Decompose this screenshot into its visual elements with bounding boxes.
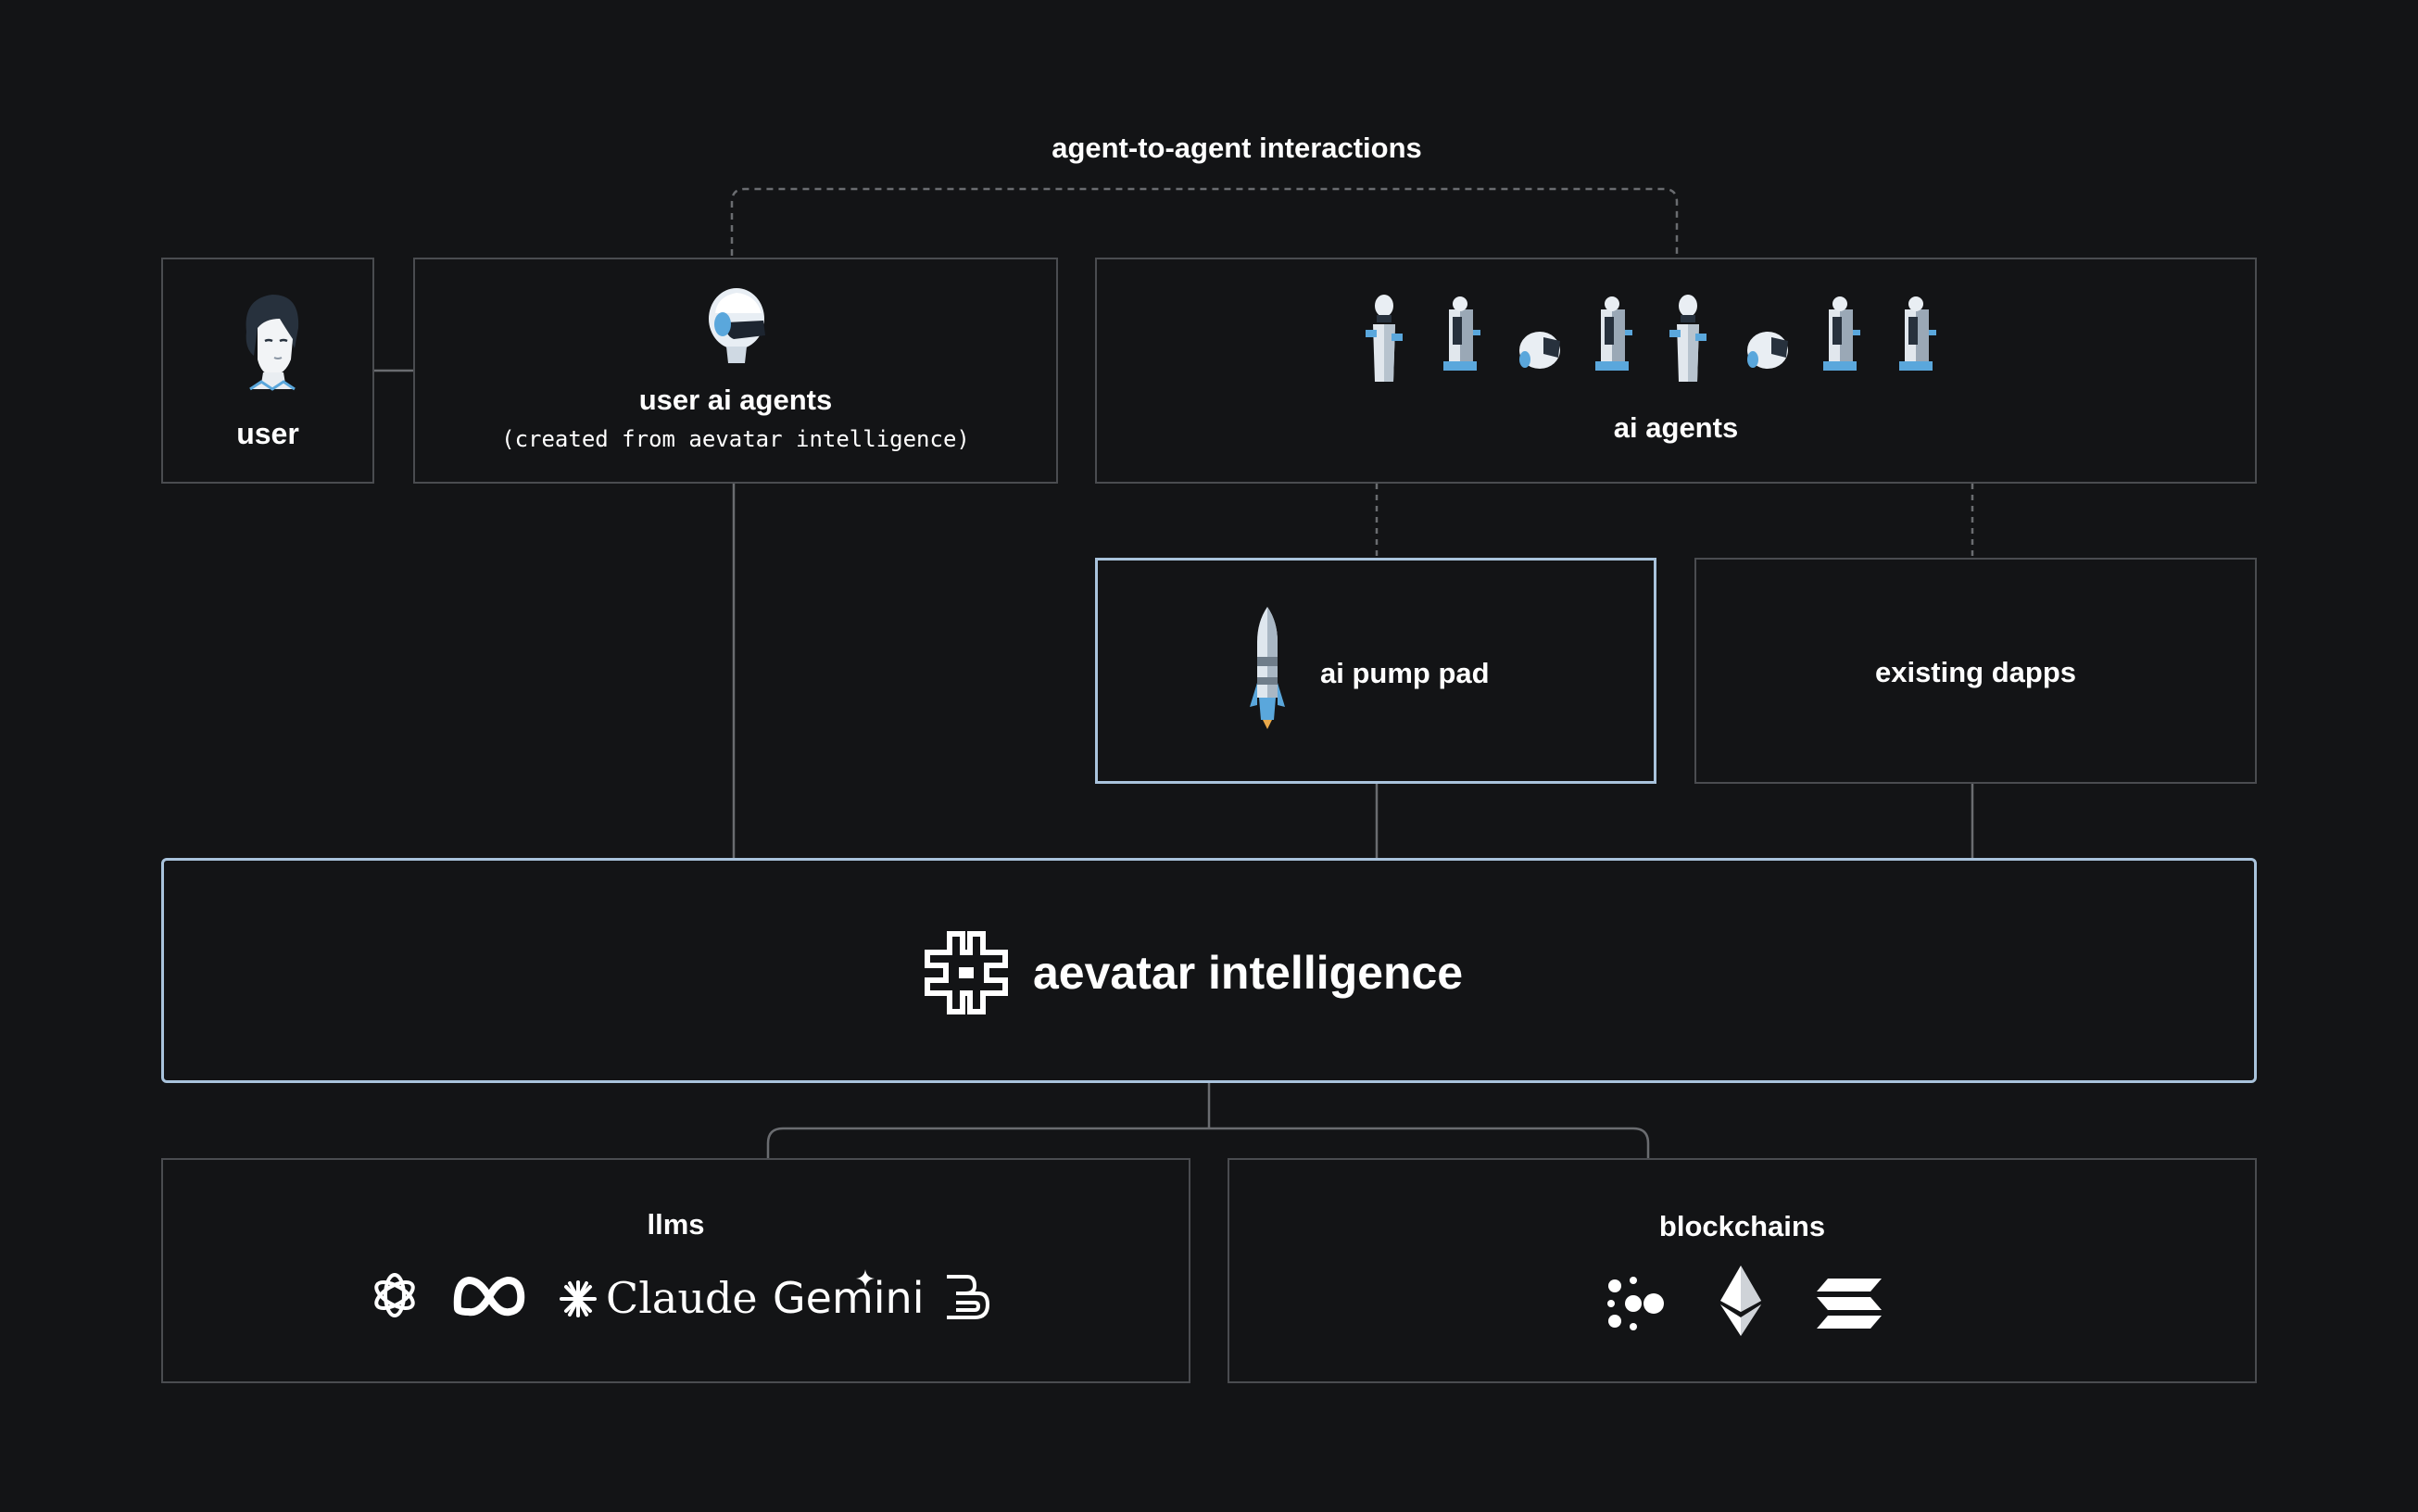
robot-7-icon (1823, 296, 1860, 371)
helmet-robot-icon (709, 288, 765, 363)
ai-agents-box: ai agents (1095, 258, 2257, 484)
blockchains-title: blockchains (1658, 1210, 1826, 1242)
rocket-icon (1250, 607, 1285, 729)
user-ai-agents-box: user ai agents (created from aevatar int… (413, 258, 1058, 484)
llms-title: llms (647, 1208, 705, 1241)
robot-8-icon (1899, 296, 1936, 371)
blockchains-box: blockchains (1228, 1158, 2257, 1383)
user-ai-agents-subtitle: (created from aevatar intelligence) (501, 426, 970, 452)
claude-logo: Claude (606, 1273, 758, 1323)
robot-2-icon (1443, 296, 1480, 371)
user-box: user (161, 258, 374, 484)
aevatar-logo-icon (925, 931, 1008, 1014)
ai-pump-pad-box: ai pump pad (1095, 558, 1656, 784)
robot-5-icon (1669, 295, 1706, 382)
bottom-bracket (766, 1127, 1650, 1158)
deepseek-logo-icon (947, 1275, 990, 1319)
user-portrait-icon (246, 295, 299, 391)
meta-logo-icon (453, 1277, 525, 1317)
agent-to-agent-bracket (730, 187, 1679, 256)
user-ai-agents-title: user ai agents (638, 384, 833, 416)
existing-dapps-box: existing dapps (1694, 558, 2257, 784)
ethereum-logo-icon (1720, 1266, 1761, 1336)
robot-row (1364, 293, 1975, 395)
user-label: user (236, 417, 299, 450)
gemini-sparkle-icon (856, 1269, 875, 1288)
robot-3-icon (1519, 332, 1560, 369)
aevatar-intelligence-label: aevatar intelligence (1033, 947, 1464, 999)
existing-dapps-label: existing dapps (1874, 656, 2077, 688)
robot-1-icon (1366, 295, 1403, 382)
agent-to-agent-label: agent-to-agent interactions (1052, 132, 1422, 164)
gemini-logo: Gemini (773, 1273, 925, 1323)
aevatar-intelligence-box: aevatar intelligence (161, 858, 2257, 1083)
openai-logo-icon (374, 1273, 415, 1317)
claude-star-icon (560, 1280, 597, 1317)
robot-4-icon (1595, 296, 1632, 371)
ai-agents-title: ai agents (1613, 411, 1739, 444)
aelf-logo-icon (1607, 1277, 1664, 1330)
ai-pump-pad-label: ai pump pad (1320, 657, 1490, 689)
solana-logo-icon (1817, 1279, 1882, 1329)
llms-box: llms Claude Gemini (161, 1158, 1190, 1383)
robot-6-icon (1747, 332, 1788, 369)
